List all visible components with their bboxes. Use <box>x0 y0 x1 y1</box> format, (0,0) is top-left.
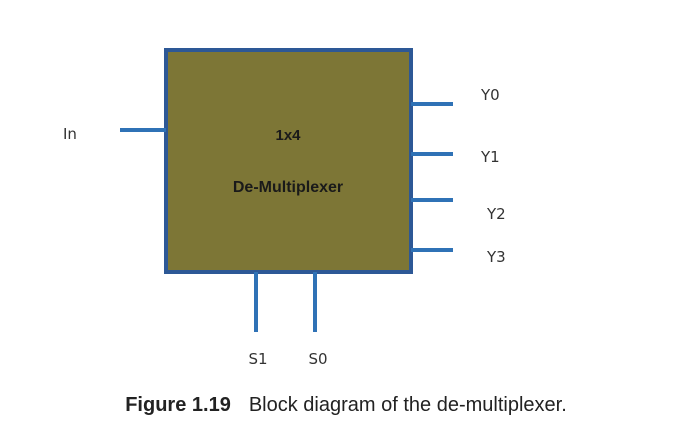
input-label: In <box>63 125 77 143</box>
figure-number: Figure 1.19 <box>125 394 231 416</box>
output-label-y0: Y0 <box>480 86 500 104</box>
block-title: 1x4 <box>275 127 301 144</box>
block-name: De-Multiplexer <box>233 179 343 196</box>
select-label-s0: S0 <box>308 350 327 368</box>
output-label-y1: Y1 <box>480 148 500 166</box>
figure-caption-text: Block diagram of the de-multiplexer. <box>248 394 567 416</box>
select-label-s1: S1 <box>248 350 267 368</box>
output-label-y2: Y2 <box>486 205 506 223</box>
demux-block-diagram: 1x4 De-Multiplexer In Y0 Y1 Y2 Y3 S1 S0 <box>63 48 506 368</box>
demux-block <box>164 48 413 274</box>
figure-caption: Figure 1.19 Block diagram of the de-multi… <box>0 394 692 417</box>
output-label-y3: Y3 <box>486 248 506 266</box>
